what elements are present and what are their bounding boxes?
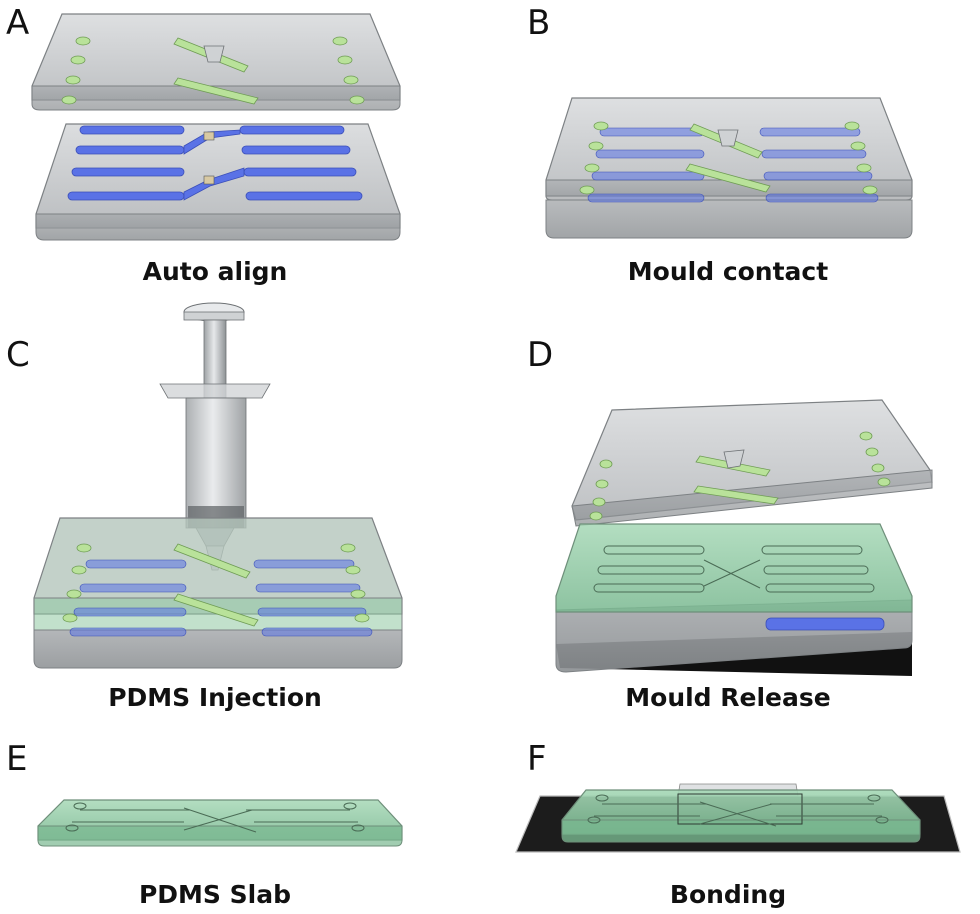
panel-e-pdms-slab [37, 799, 403, 847]
caption-bonding: Bonding [669, 880, 787, 909]
panel-a-top-mould [31, 13, 401, 111]
panel-b-stacked-moulds [545, 97, 913, 239]
caption-mould-release: Mould Release [625, 683, 831, 712]
panel-d-lifted-mould [571, 399, 933, 527]
caption-pdms-slab: PDMS Slab [138, 880, 291, 909]
caption-auto-align: Auto align [142, 257, 288, 286]
panel-a-bottom-mould [35, 123, 401, 241]
panel-letter-e: E [6, 739, 28, 779]
panel-d-pdms-and-base [555, 523, 913, 676]
panel-letter-a: A [6, 3, 30, 43]
caption-pdms-injection: PDMS Injection [108, 683, 322, 712]
panel-letter-d: D [527, 335, 554, 375]
panel-letter-c: C [6, 335, 30, 375]
caption-mould-contact: Mould contact [627, 257, 829, 286]
panel-letter-f: F [527, 739, 547, 779]
panel-f-bonded-device [515, 783, 961, 853]
panel-c-mould-with-pdms [33, 517, 403, 669]
panel-letter-b: B [527, 3, 551, 43]
